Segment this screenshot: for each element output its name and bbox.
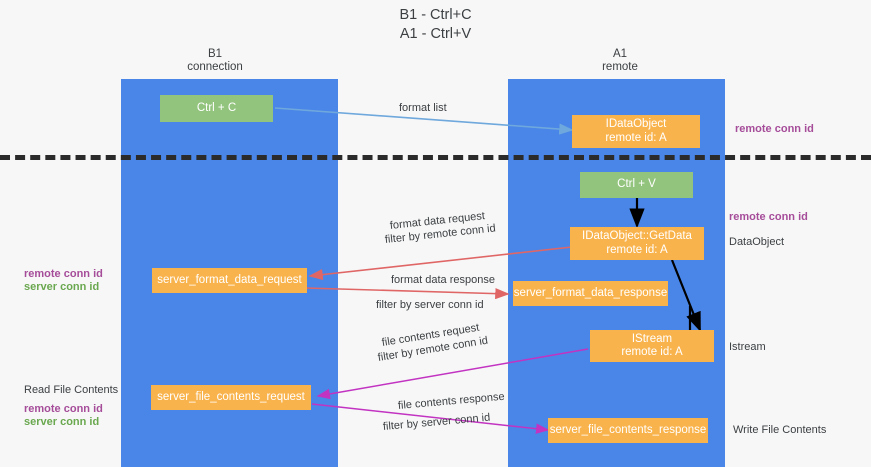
label-format-data-response: format data response (391, 274, 495, 286)
column-header-b1: B1 connection (155, 48, 275, 74)
box-server-format-data-response[interactable]: server_format_data_response (513, 281, 668, 306)
filter-by-text-2: filter by (376, 299, 415, 311)
label-filter-by-server-conn-id-2: filter by server conn id (382, 412, 490, 434)
title-line-1: B1 - Ctrl+C (399, 7, 472, 23)
filter-by-text-1: filter by (384, 230, 424, 246)
column-a1-sub: remote (602, 61, 638, 73)
column-a1-name: A1 (612, 48, 628, 60)
server-conn-id-text-1: server conn id (414, 299, 484, 311)
right-label-dataobject: DataObject (729, 236, 785, 248)
box-ctrl-c[interactable]: Ctrl + C (160, 95, 273, 122)
column-b1-name: B1 (207, 48, 223, 60)
right-label-remote-conn-id-mid: remote conn id (729, 211, 808, 223)
right-label-remote-conn-id-top: remote conn id (735, 123, 814, 135)
box-server-format-data-request[interactable]: server_format_data_request (152, 268, 307, 293)
label-format-list: format list (399, 102, 447, 114)
right-label-istream: Istream (729, 341, 766, 353)
box-idataobject-line1: IDataObject (605, 118, 667, 130)
diagram-title: B1 - Ctrl+C A1 - Ctrl+V (0, 6, 871, 44)
box-ctrl-v[interactable]: Ctrl + V (580, 172, 693, 198)
left-label-remote-conn-id-2: remote conn id (24, 403, 103, 415)
right-label-write-file-contents: Write File Contents (733, 424, 827, 436)
left-label-remote-conn-id: remote conn id (24, 268, 103, 280)
box-istream-line1: IStream (631, 332, 673, 345)
label-file-contents-response: file contents response (397, 390, 506, 412)
box-idataobject[interactable]: IDataObject remote id: A (572, 115, 700, 148)
left-label-server-conn-id-2: server conn id (24, 416, 100, 428)
box-getdata-line1: IDataObject::GetData (582, 230, 692, 242)
title-line-2: A1 - Ctrl+V (399, 26, 472, 42)
left-label-server-conn-id: server conn id (24, 281, 100, 293)
box-server-file-contents-response[interactable]: server_file_contents_response (548, 418, 708, 443)
label-filter-by-server-conn-id-1: filter by server conn id (376, 299, 484, 312)
box-getdata[interactable]: IDataObject::GetData remote id: A (570, 227, 704, 260)
filter-by-text-4: filter by (382, 417, 422, 433)
box-getdata-line2: remote id: A (606, 243, 668, 256)
box-server-file-contents-request[interactable]: server_file_contents_request (151, 385, 311, 410)
server-conn-id-text-2: server conn id (420, 411, 491, 430)
box-istream[interactable]: IStream remote id: A (590, 330, 714, 362)
column-b1-sub: connection (187, 61, 243, 73)
box-istream-line2: remote id: A (621, 346, 683, 358)
column-header-a1: A1 remote (560, 48, 680, 74)
box-idataobject-line2: remote id: A (605, 131, 667, 144)
phase-separator (0, 155, 871, 160)
left-label-read-file-contents: Read File Contents (24, 384, 119, 396)
